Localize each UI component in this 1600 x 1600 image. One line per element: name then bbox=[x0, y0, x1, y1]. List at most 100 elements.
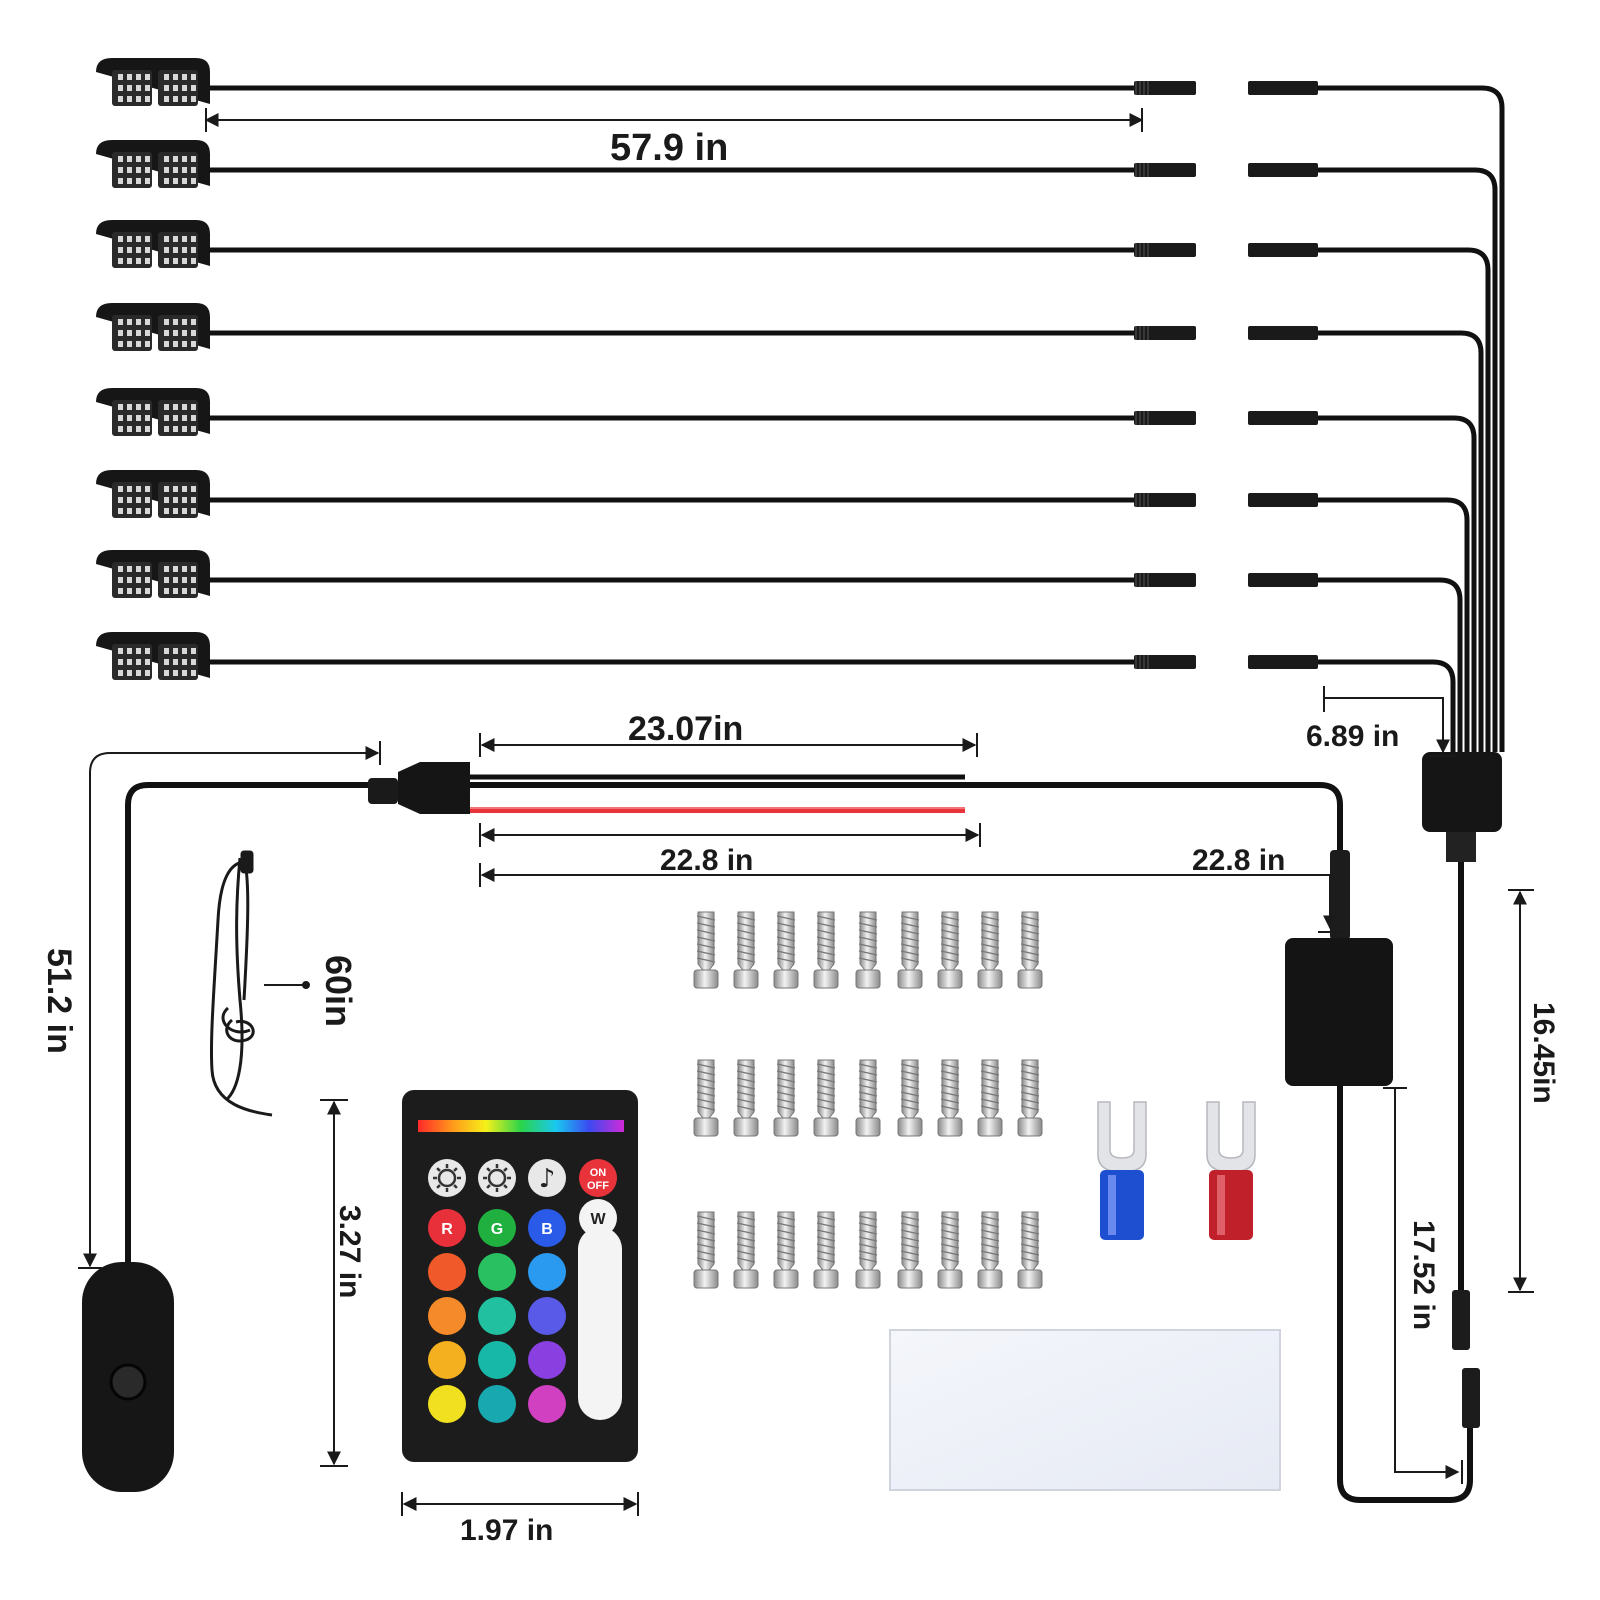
pod-led bbox=[173, 659, 178, 665]
dim-splitter-branch: 6.89 in bbox=[1306, 720, 1399, 753]
screw bbox=[773, 911, 799, 989]
pod-led bbox=[191, 96, 196, 102]
screw bbox=[1017, 1211, 1043, 1289]
pod-led bbox=[127, 659, 132, 665]
pod-led bbox=[136, 497, 141, 503]
screw-thread bbox=[980, 950, 1000, 956]
dim-remote-width: 1.97 in bbox=[460, 1514, 553, 1547]
screw-thread bbox=[940, 1070, 960, 1076]
screw-shaft bbox=[697, 911, 715, 975]
pod-led bbox=[136, 508, 141, 514]
pod-led bbox=[145, 167, 150, 173]
pod-led bbox=[173, 415, 178, 421]
screw-thread bbox=[776, 1243, 796, 1249]
pod-led bbox=[136, 247, 141, 253]
pod-led bbox=[118, 74, 123, 80]
screw-thread bbox=[980, 1250, 1000, 1256]
color-button bbox=[428, 1385, 466, 1423]
pod-led bbox=[127, 247, 132, 253]
screw-thread bbox=[696, 1091, 716, 1097]
color-button bbox=[428, 1297, 466, 1335]
pod-led bbox=[191, 659, 196, 665]
screw-shaft bbox=[737, 1059, 755, 1123]
pod-led bbox=[145, 236, 150, 242]
pod-led bbox=[118, 236, 123, 242]
pod-led bbox=[191, 566, 196, 572]
pod-led bbox=[173, 486, 178, 492]
screw bbox=[1017, 911, 1043, 989]
pod-led bbox=[118, 85, 123, 91]
pod-led bbox=[182, 319, 187, 325]
pod-led bbox=[118, 319, 123, 325]
pod-led bbox=[173, 167, 178, 173]
screw-thread bbox=[776, 1070, 796, 1076]
pod-led bbox=[127, 497, 132, 503]
inline-switch bbox=[82, 1262, 174, 1492]
pod-led bbox=[136, 156, 141, 162]
pod-led bbox=[182, 74, 187, 80]
screw-thread bbox=[816, 957, 836, 963]
color-button bbox=[528, 1253, 566, 1291]
screw-thread bbox=[736, 1091, 756, 1097]
sun-ray bbox=[436, 1167, 441, 1172]
dim-remote-wire-top: 23.07in bbox=[628, 710, 743, 748]
screw-head bbox=[977, 1269, 1003, 1289]
screw-thread bbox=[776, 957, 796, 963]
pod-male-connector bbox=[1134, 163, 1196, 177]
pod-leds bbox=[118, 156, 196, 184]
screw-thread bbox=[858, 1250, 878, 1256]
screw-thread bbox=[816, 1215, 836, 1221]
pod-led bbox=[127, 670, 132, 676]
screw-thread bbox=[858, 957, 878, 963]
screw-thread bbox=[1020, 929, 1040, 935]
sun-ray bbox=[503, 1184, 508, 1189]
screw-thread bbox=[816, 1091, 836, 1097]
pod-led bbox=[191, 74, 196, 80]
screw-thread bbox=[900, 1222, 920, 1228]
screw-head bbox=[693, 1117, 719, 1137]
screw-head bbox=[937, 1269, 963, 1289]
screw-thread bbox=[736, 957, 756, 963]
pod-led bbox=[182, 497, 187, 503]
screw-thread bbox=[736, 1257, 756, 1263]
pod-led bbox=[182, 258, 187, 264]
screw-thread bbox=[816, 1063, 836, 1069]
splitter-branch-cable bbox=[1318, 659, 1456, 752]
screw-head bbox=[897, 969, 923, 989]
pod-led bbox=[182, 566, 187, 572]
pod-led bbox=[173, 341, 178, 347]
splitter-female-connector bbox=[1248, 655, 1318, 669]
screw-head bbox=[693, 969, 719, 989]
pod-led bbox=[145, 404, 150, 410]
screw-thread bbox=[858, 1070, 878, 1076]
screw bbox=[897, 1211, 923, 1289]
pod-led bbox=[164, 508, 169, 514]
screw-shaft bbox=[737, 1211, 755, 1275]
pod-led bbox=[136, 648, 141, 654]
screw-head bbox=[1017, 1117, 1043, 1137]
light-pod bbox=[96, 470, 1318, 518]
screw-thread bbox=[940, 1215, 960, 1221]
pod-led bbox=[191, 156, 196, 162]
screw-shaft bbox=[1021, 911, 1039, 975]
pod-leds bbox=[118, 486, 196, 514]
pod-led bbox=[173, 577, 178, 583]
pod-led bbox=[145, 178, 150, 184]
pod-led bbox=[118, 648, 123, 654]
pod-led bbox=[173, 497, 178, 503]
pod-led bbox=[164, 341, 169, 347]
pod-led bbox=[173, 96, 178, 102]
screw-thread bbox=[980, 1091, 1000, 1097]
screw-shaft bbox=[817, 1059, 835, 1123]
pod-led bbox=[164, 167, 169, 173]
screw-shaft bbox=[981, 1059, 999, 1123]
screw bbox=[937, 1059, 963, 1137]
pod-led bbox=[127, 577, 132, 583]
pod-leds bbox=[118, 566, 196, 594]
sun-ray bbox=[453, 1167, 458, 1172]
screw-head bbox=[773, 1269, 799, 1289]
screw-shaft bbox=[697, 1211, 715, 1275]
splitter-female-connector bbox=[1248, 493, 1318, 507]
screw bbox=[977, 1211, 1003, 1289]
